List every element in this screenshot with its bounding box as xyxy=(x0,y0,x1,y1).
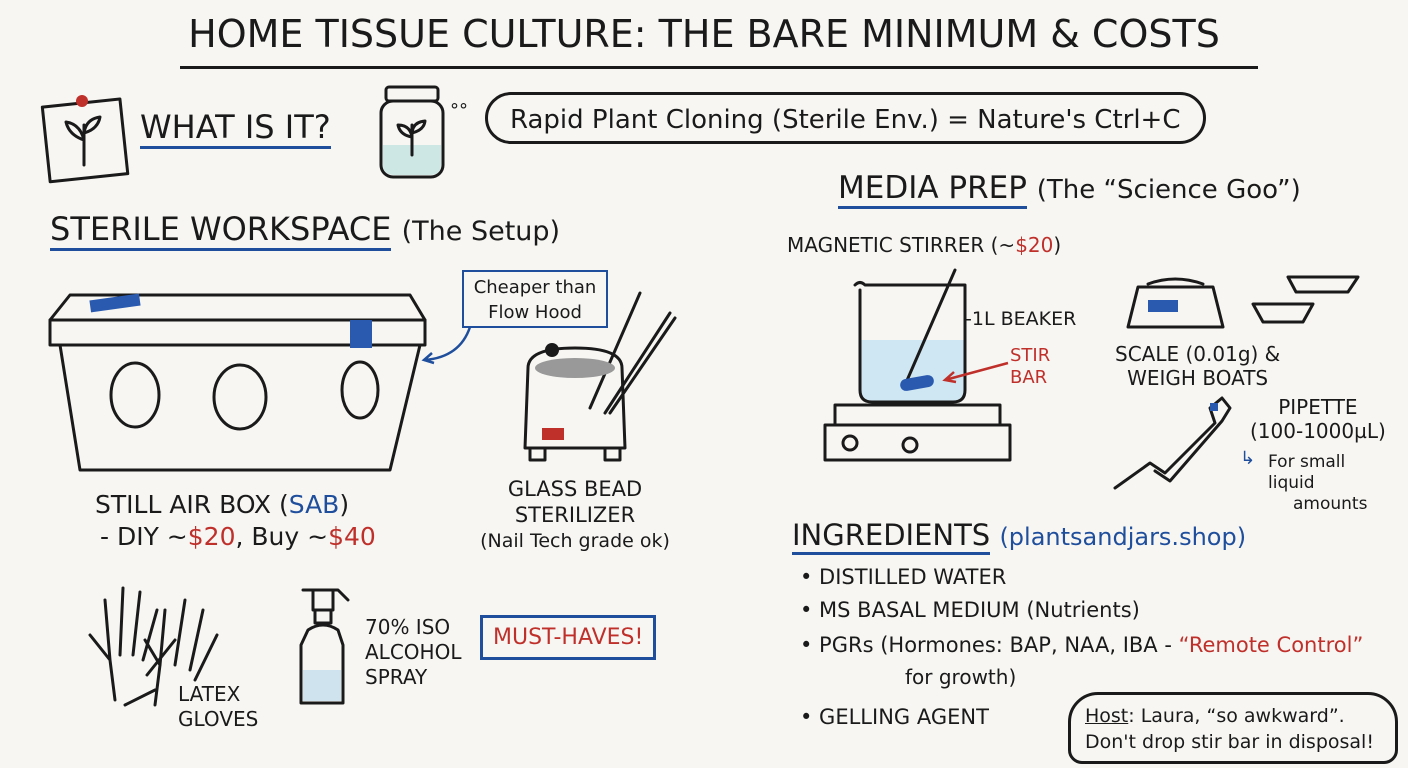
ingredient-item: • DISTILLED WATER xyxy=(800,565,1007,589)
workspace-sub: (The Setup) xyxy=(401,216,561,247)
ingredient-item: • MS BASAL MEDIUM (Nutrients) xyxy=(800,598,1140,622)
note-line2: liquid xyxy=(1268,473,1315,493)
note-line3: amounts xyxy=(1293,494,1368,514)
sab-price: - DIY ~$20, Buy ~$40 xyxy=(100,522,376,551)
spray-bottle-illustration xyxy=(299,588,350,705)
beaker-label: -1L BEAKER xyxy=(965,308,1077,330)
must-haves-badge: MUST-HAVES! xyxy=(480,615,657,660)
stirrer-text: MAGNETIC STIRRER (~ xyxy=(787,233,1016,257)
spray-line3: SPRAY xyxy=(365,665,428,689)
diy-text: - DIY ~ xyxy=(100,522,188,551)
workspace-heading: STERILE WORKSPACE (The Setup) xyxy=(50,210,561,251)
gloves-line1: LATEX xyxy=(178,682,241,706)
gloves-illustration xyxy=(88,586,219,707)
callout-arrow xyxy=(421,326,472,365)
bead-line2: STERILIZER xyxy=(514,503,636,527)
bead-sterilizer-illustration xyxy=(523,291,677,462)
stirrer-close: ) xyxy=(1053,233,1062,257)
stir-bar-arrow xyxy=(942,361,1009,384)
ingredients-title: INGREDIENTS xyxy=(792,518,991,555)
spray-line1: 70% ISO xyxy=(365,615,451,639)
pgr-quote: “Remote Control” xyxy=(1178,633,1364,657)
pipette-line2: (100-1000µL) xyxy=(1250,419,1386,443)
pipette-illustration xyxy=(1113,396,1232,490)
note-arrow-icon: ↳ xyxy=(1240,448,1256,469)
sab-label: STILL AIR BOX (SAB) xyxy=(95,490,349,519)
thought-dots: °° xyxy=(450,100,468,121)
pipette-label: PIPETTE(100-1000µL) xyxy=(1250,395,1386,443)
page-title: HOME TISSUE CULTURE: THE BARE MINIMUM & … xyxy=(188,12,1220,56)
still-air-box-illustration xyxy=(48,293,427,472)
bead-line3: (Nail Tech grade ok) xyxy=(480,530,670,552)
scale-illustration xyxy=(1126,275,1360,329)
host-line2: Don't drop stir bar in disposal! xyxy=(1085,731,1374,753)
media-title: MEDIA PREP xyxy=(838,170,1027,209)
media-sub: (The “Science Goo”) xyxy=(1036,175,1301,205)
host-label: Host xyxy=(1085,705,1129,727)
note-line1: For small xyxy=(1268,452,1346,472)
callout-line1: Cheaper than xyxy=(473,277,597,298)
sab-text: STILL AIR BOX ( xyxy=(95,490,289,519)
pipette-line1: PIPETTE xyxy=(1278,395,1358,419)
bead-line1: GLASS BEAD xyxy=(507,477,643,501)
scale-line1: SCALE (0.01g) & xyxy=(1115,342,1281,366)
ingredient-item: • PGRs (Hormones: BAP, NAA, IBA - “Remot… xyxy=(800,633,1363,657)
buy-price: $40 xyxy=(328,522,376,551)
host-note-bubble: Host: Laura, “so awkward”. Don't drop st… xyxy=(1068,692,1398,764)
jar-icon xyxy=(379,85,445,179)
pgr-text: • PGRs (Hormones: BAP, NAA, IBA - xyxy=(800,633,1179,657)
ingredient-item: • GELLING AGENT xyxy=(800,705,989,729)
sab-close: ) xyxy=(339,490,350,519)
definition-bubble: Rapid Plant Cloning (Sterile Env.) = Nat… xyxy=(485,92,1206,144)
host-text: : Laura, “so awkward”. xyxy=(1128,705,1345,727)
callout-line2: Flow Hood xyxy=(488,302,582,323)
pgr-continuation: for growth) xyxy=(905,665,1017,689)
what-heading: WHAT IS IT? xyxy=(140,108,331,149)
media-heading: MEDIA PREP (The “Science Goo”) xyxy=(838,170,1301,209)
scale-label: SCALE (0.01g) &WEIGH BOATS xyxy=(1115,342,1280,390)
stirrer-price: $20 xyxy=(1015,233,1054,257)
plant-card-icon xyxy=(40,95,130,184)
diy-price: $20 xyxy=(187,522,236,551)
ingredients-heading: INGREDIENTS (plantsandjars.shop) xyxy=(792,518,1247,555)
scale-line2: WEIGH BOATS xyxy=(1127,366,1269,390)
spray-line2: ALCOHOL xyxy=(365,640,462,664)
stir-line2: BAR xyxy=(1010,367,1048,388)
host-line1: Host: Laura, “so awkward”. xyxy=(1085,703,1395,729)
gloves-line2: GLOVES xyxy=(178,707,259,731)
workspace-title: STERILE WORKSPACE xyxy=(50,210,392,251)
ingredients-source-link[interactable]: (plantsandjars.shop) xyxy=(999,523,1247,551)
stir-line1: STIR xyxy=(1010,345,1051,366)
sab-abbr: SAB xyxy=(288,490,340,519)
title-underline xyxy=(180,66,1258,69)
magnetic-stirrer-illustration xyxy=(823,268,1012,462)
buy-text: , Buy ~ xyxy=(235,522,329,551)
stirrer-label: MAGNETIC STIRRER (~$20) xyxy=(787,233,1061,257)
